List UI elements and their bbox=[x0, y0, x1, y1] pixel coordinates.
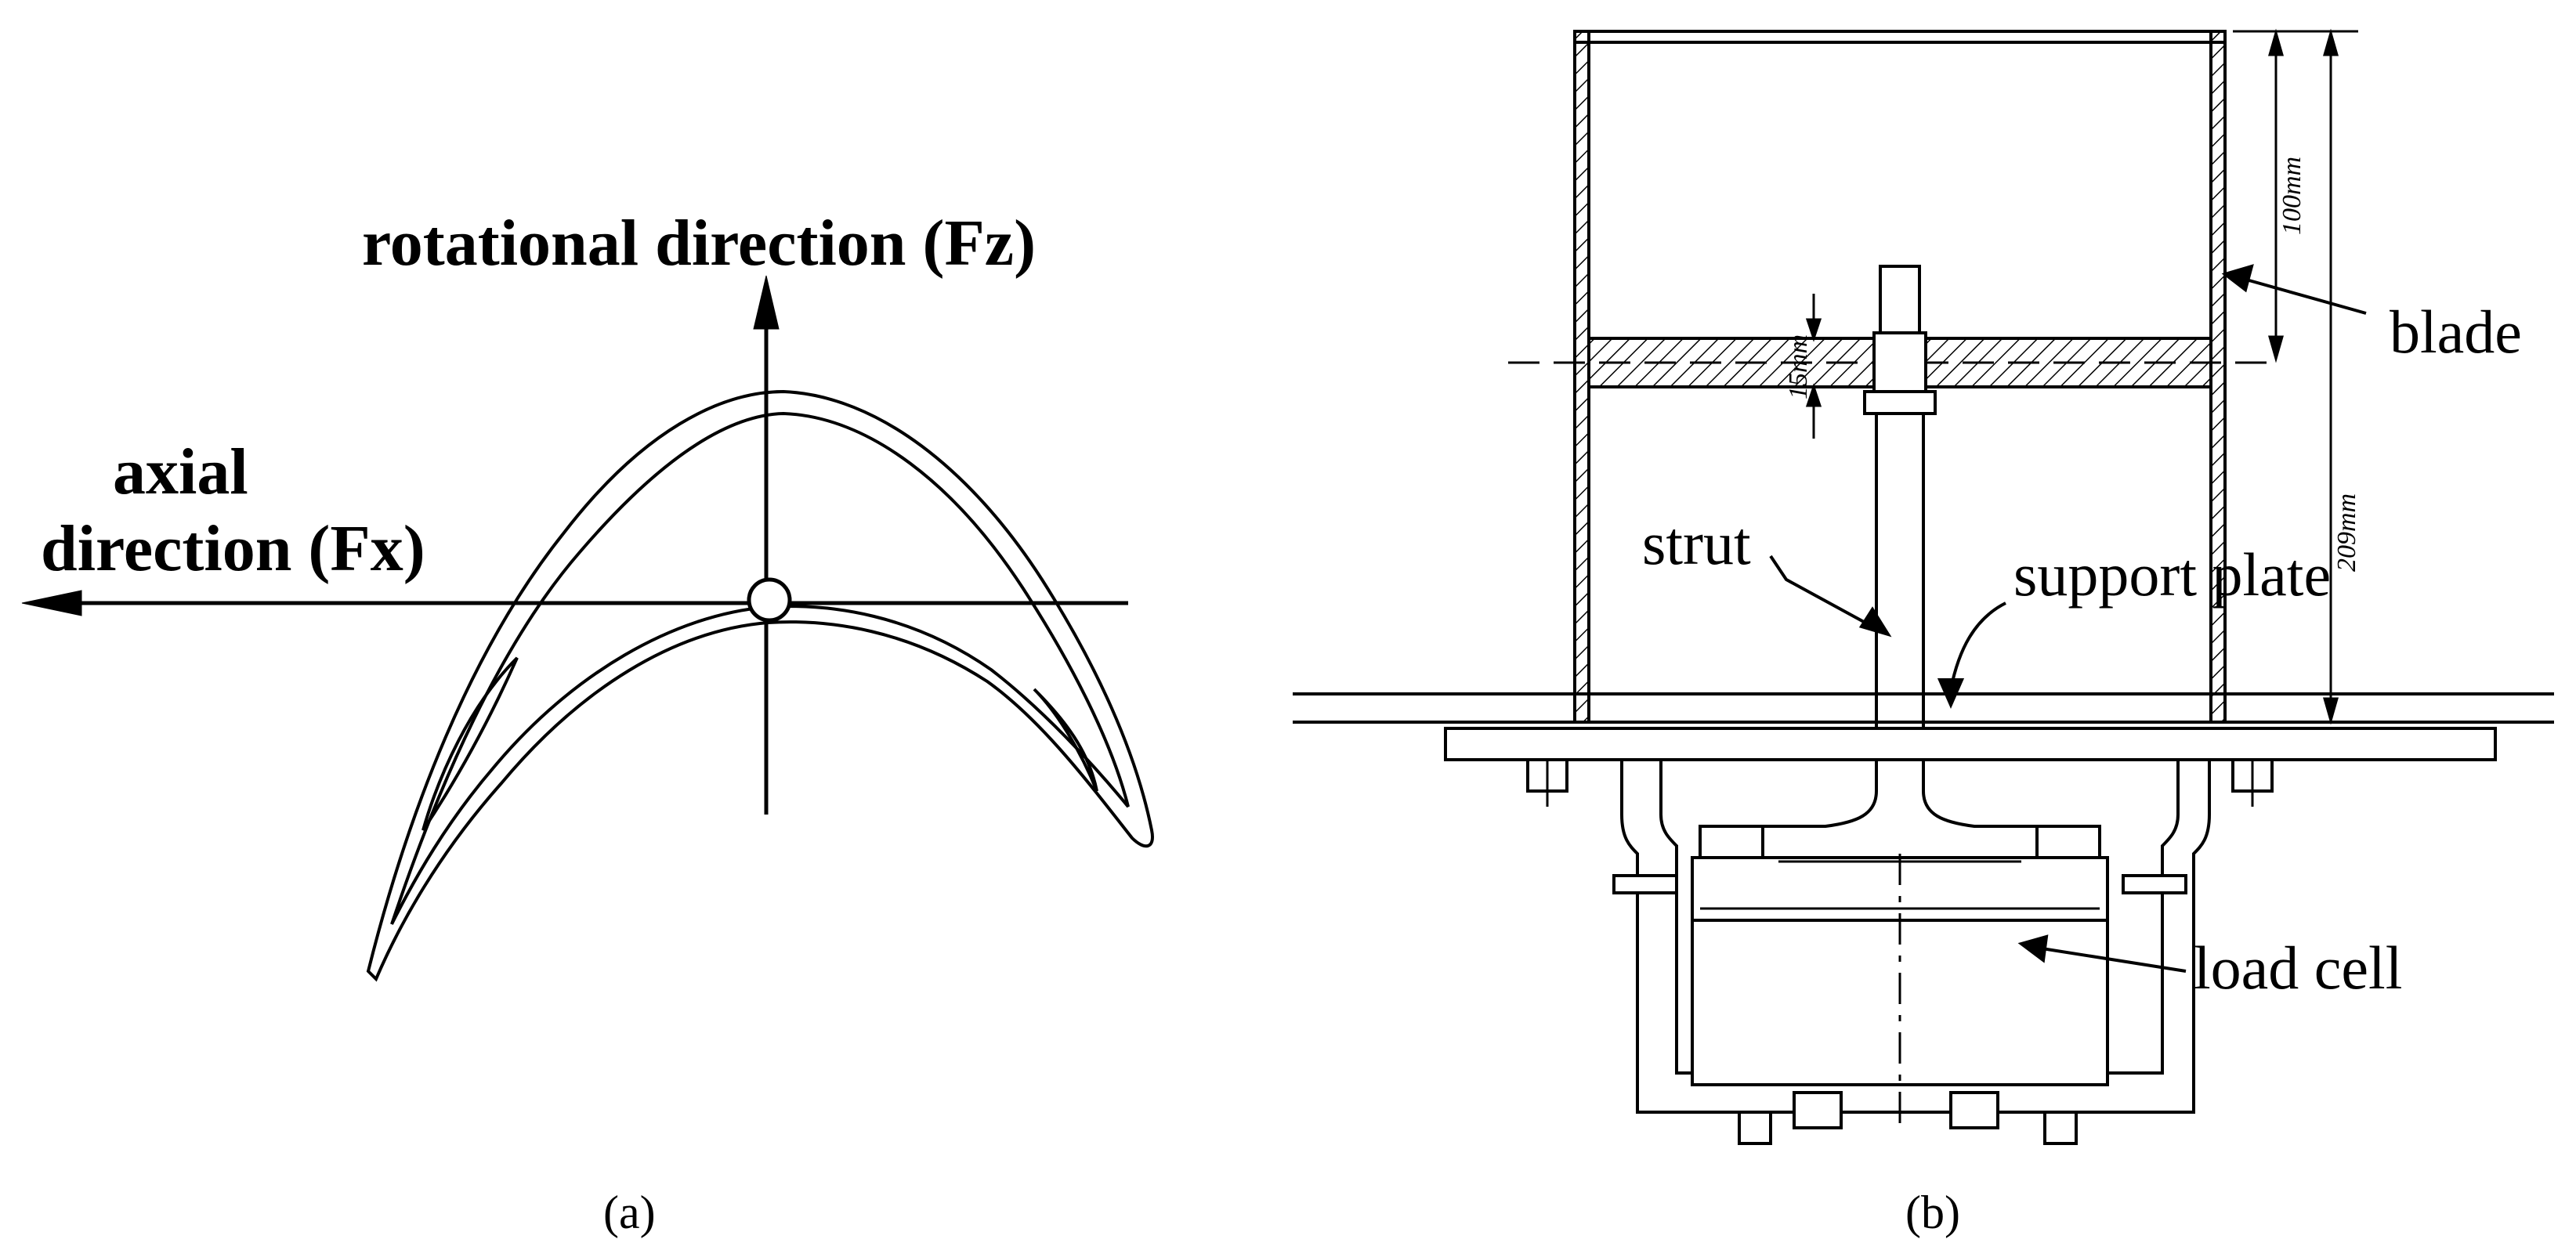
dimension-209mm bbox=[2272, 28, 2358, 725]
caption-b: (b) bbox=[1905, 1187, 1960, 1238]
blade-top-rim bbox=[1573, 30, 2227, 44]
dimension-209mm-label: 209mm bbox=[2332, 493, 2361, 572]
leader-blade bbox=[2221, 264, 2367, 315]
blade-profile bbox=[366, 389, 1154, 982]
strut bbox=[1700, 414, 2100, 828]
dimension-15mm-label: 15mm bbox=[1784, 334, 1813, 399]
rotational-axis-arrow bbox=[753, 275, 780, 815]
axial-direction-label-line1: axial bbox=[113, 435, 248, 508]
axial-direction-label-line2: direction (Fx) bbox=[41, 512, 425, 585]
load-cell-housing bbox=[1620, 760, 2211, 1114]
blade-left-wall bbox=[1573, 30, 1590, 724]
dimension-15mm bbox=[1805, 294, 1822, 439]
blade-right-wall bbox=[2209, 30, 2227, 724]
support-plate bbox=[1444, 727, 2497, 761]
load-cell-label: load cell bbox=[2194, 934, 2402, 1002]
leader-support-plate bbox=[1937, 602, 2006, 709]
panel-a: rotational direction (Fz) axial directio… bbox=[21, 207, 1154, 1238]
panel-b bbox=[1293, 28, 2554, 1145]
axial-axis-arrow bbox=[21, 590, 1128, 616]
caption-a: (a) bbox=[603, 1187, 656, 1238]
strut-pin bbox=[1879, 265, 1921, 338]
dimension-100mm bbox=[2233, 28, 2296, 363]
blade-label: blade bbox=[2390, 298, 2522, 366]
origin-circle bbox=[747, 577, 792, 623]
leader-load-cell bbox=[2017, 934, 2187, 973]
rotational-direction-label: rotational direction (Fz) bbox=[362, 207, 1036, 280]
dimension-100mm-label: 100mm bbox=[2278, 157, 2306, 235]
support-plate-label: support plate bbox=[2013, 540, 2331, 609]
leader-strut bbox=[1769, 555, 1892, 638]
strut-label: strut bbox=[1642, 509, 1751, 577]
